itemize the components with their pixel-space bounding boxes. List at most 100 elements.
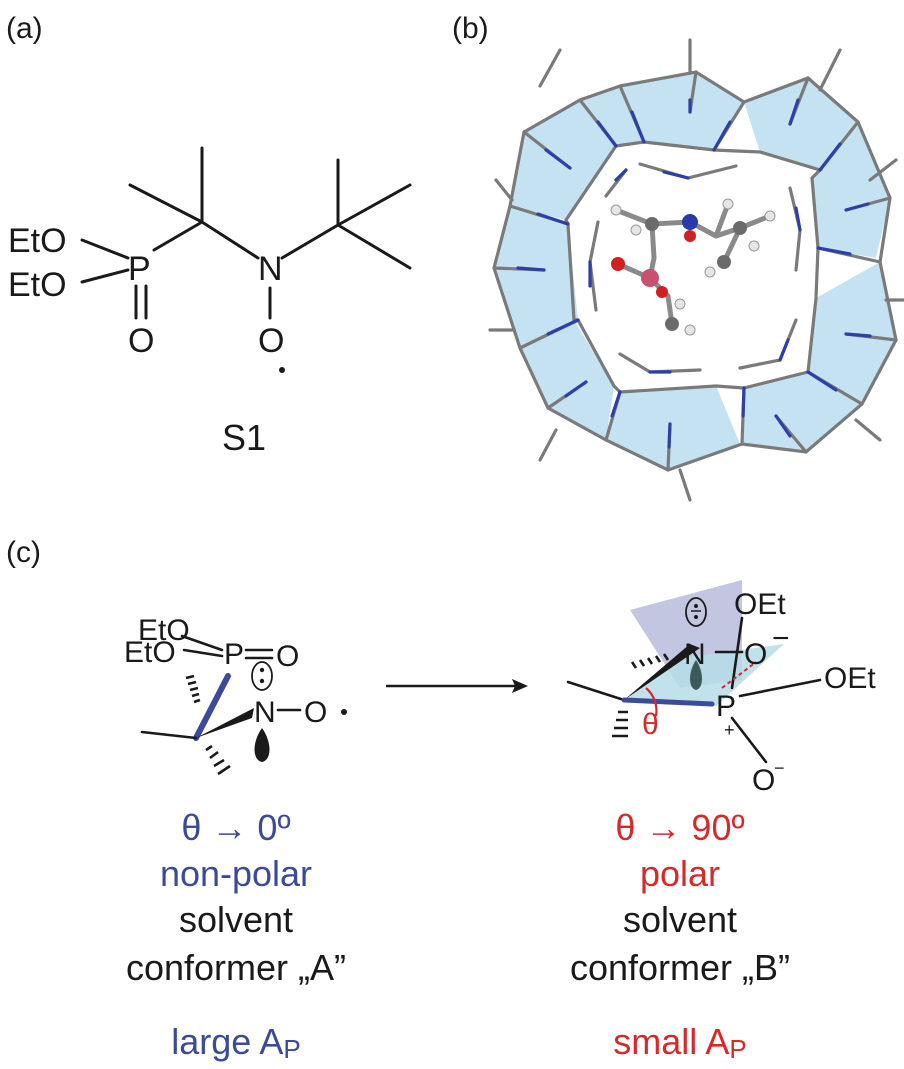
bond-hashed-up <box>185 674 201 704</box>
electron-dot <box>694 615 698 619</box>
solvent-word-b: solvent <box>623 899 737 940</box>
bond-tbu-right <box>336 183 412 227</box>
bond-p-o-double <box>244 648 274 660</box>
conformer-a-captions: θ → 0º non-polar solvent conformer „A” l… <box>126 807 346 1064</box>
cage-outer-rim <box>492 70 898 472</box>
bond-c-p-highlight <box>621 697 715 707</box>
guest-hydrogen <box>674 298 686 310</box>
cage-face <box>580 86 644 146</box>
atom-p: P <box>128 250 151 288</box>
cage-face <box>510 100 616 220</box>
guest-carbon <box>717 255 731 269</box>
bond-eto1-p <box>180 634 224 652</box>
cage-face <box>606 386 740 470</box>
atom-o-phosphoryl: O <box>276 640 299 673</box>
panel-label-c: (c) <box>6 536 41 569</box>
lone-pair-orbital-open <box>685 597 707 627</box>
atom-o-radical: O <box>304 696 327 729</box>
atom-p: P <box>224 638 244 671</box>
atom-o-minus: O <box>752 764 775 797</box>
conformer-b-structure: N OEt O − OEt P + O − θ <box>566 580 876 797</box>
atom-oet-top: OEt <box>734 588 786 621</box>
atom-eto-1: EtO <box>8 222 67 260</box>
guest-oxygen <box>656 286 668 298</box>
bond-c-methyl-left <box>128 183 204 224</box>
guest-hydrogen <box>704 266 716 278</box>
atom-o-radical: O <box>258 322 284 360</box>
bond-eto2-p <box>182 648 224 658</box>
atom-eto-1: EtO <box>138 614 190 647</box>
coupling-label-a: large AP <box>171 1021 300 1064</box>
lone-pair-orbital-filled <box>690 660 702 690</box>
bond-c-methyl <box>566 680 626 702</box>
negative-charge: − <box>772 622 790 655</box>
molecule-name-s1: S1 <box>222 417 266 458</box>
bond-c-n <box>200 220 260 260</box>
panel-label-b: (b) <box>452 12 489 45</box>
cage-nitrogen-atoms <box>516 98 872 449</box>
theta-angle-arc <box>645 687 658 717</box>
cage-face <box>620 72 744 150</box>
cage-face <box>520 320 614 440</box>
bond-hashed-up <box>630 653 670 669</box>
theta-symbol: θ <box>642 708 659 741</box>
atom-n: N <box>684 638 706 671</box>
radical-dot <box>341 709 347 715</box>
atom-o-nitroxide: O <box>744 638 767 671</box>
interaction-dashed <box>721 661 757 689</box>
lone-pair-orbital-open <box>251 661 273 691</box>
atom-oet-right: OEt <box>824 662 876 695</box>
cage-nitrogen-inner <box>588 168 802 374</box>
coupling-label-b: small AP <box>613 1021 746 1064</box>
radical-dot <box>279 367 285 373</box>
guest-nitrogen <box>682 214 698 230</box>
conformer-name-a: conformer „A” <box>126 947 346 988</box>
bond-p-oet-right <box>738 678 822 698</box>
guest-molecule-ball-and-stick <box>610 198 776 336</box>
atom-n: N <box>254 696 276 729</box>
angle-label-b: θ → 90º <box>615 807 744 848</box>
guest-oxygen-nitroxide <box>684 230 696 242</box>
bond-p-c-highlight <box>193 673 231 741</box>
electron-dot <box>694 604 698 608</box>
bond-hashed-down <box>205 744 231 776</box>
guest-phosphorus <box>641 269 659 287</box>
atom-o-phosphoryl: O <box>128 322 154 360</box>
bond-eto2-p <box>80 268 130 284</box>
bond-c-n-wedge <box>624 644 700 700</box>
electron-dot <box>259 667 265 673</box>
solvent-type-a: non-polar <box>160 853 312 894</box>
conformer-equilibrium-arrow <box>386 679 528 693</box>
arrow-head <box>512 679 528 693</box>
atom-eto-2: EtO <box>8 266 67 304</box>
guest-oxygen <box>611 257 625 271</box>
guest-hydrogen <box>764 210 776 222</box>
atom-p: P <box>716 690 736 723</box>
guest-hydrogen <box>630 224 642 236</box>
atom-eto-2: EtO <box>124 636 176 669</box>
cage-face <box>494 206 578 348</box>
guest-carbon <box>645 217 659 231</box>
panel-label-a: (a) <box>6 12 43 45</box>
guest-carbon <box>733 221 747 235</box>
conformer-a-structure: EtO EtO P O N O <box>124 614 347 776</box>
bond-tbu-down <box>336 223 412 270</box>
guest-hydrogen <box>722 198 734 210</box>
bond-eto1-p <box>80 238 130 260</box>
conformer-b-captions: θ → 90º polar solvent conformer „B” smal… <box>570 807 790 1064</box>
bond-c-n-wedge <box>196 708 254 738</box>
angle-label-a: θ → 0º <box>181 807 290 848</box>
negative-charge: − <box>774 758 785 778</box>
cage-host-structure <box>488 38 904 502</box>
cage-peripheral-bonds <box>488 38 904 502</box>
solvent-word-a: solvent <box>179 899 293 940</box>
atom-n: N <box>258 250 283 288</box>
cage-face <box>742 372 862 452</box>
solvent-type-b: polar <box>640 853 720 894</box>
bond-n-tbu <box>280 223 340 260</box>
conformer-name-b: conformer „B” <box>570 947 790 988</box>
orbital-plane-teal <box>624 644 784 706</box>
electron-dot <box>259 678 265 684</box>
bond-p-o-double <box>134 284 148 320</box>
